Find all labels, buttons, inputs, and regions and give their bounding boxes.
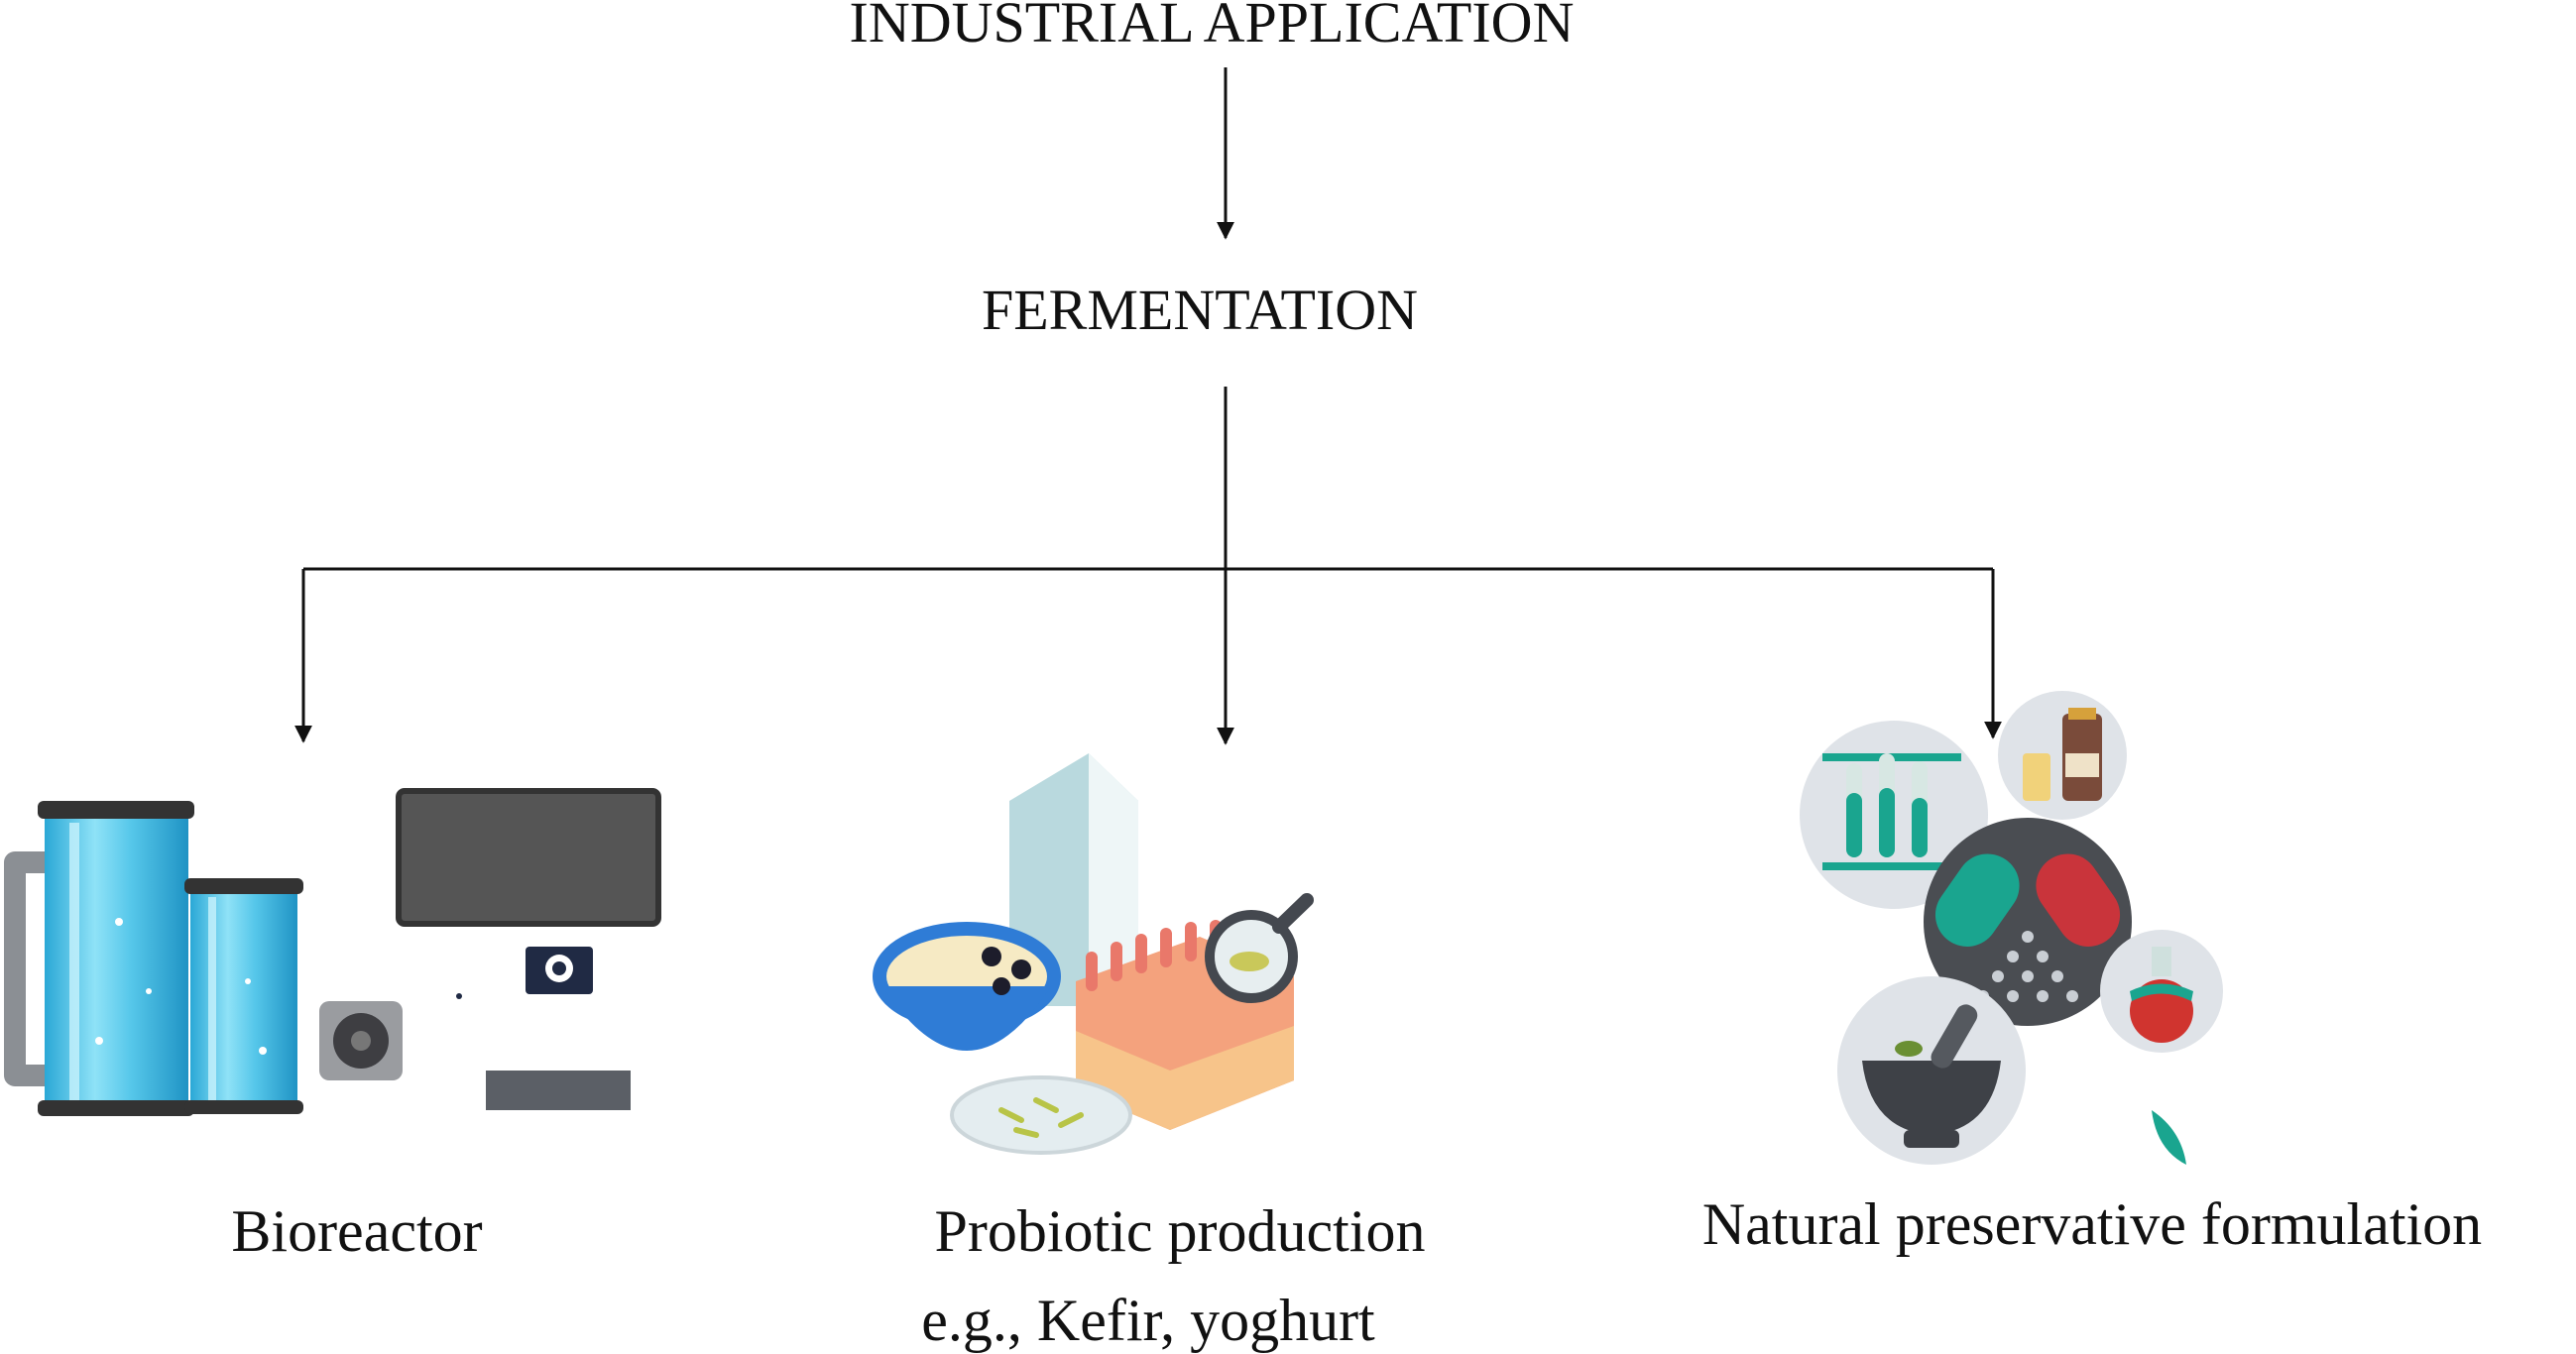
- preservative-label: Natural preservative formulation: [1702, 1191, 2482, 1257]
- bioreactor-label: Bioreactor: [231, 1198, 482, 1264]
- probiotic-label: Probiotic production: [935, 1198, 1426, 1264]
- bioreactor-illustration: [4, 788, 661, 1116]
- preservative-illustration: [1800, 691, 2223, 1165]
- probiotic-sublabel: e.g., Kefir, yoghurt: [921, 1288, 1375, 1353]
- process-text: FERMENTATION: [982, 278, 1418, 342]
- probiotic-illustration: [873, 753, 1314, 1155]
- title-text: INDUSTRIAL APPLICATION: [850, 0, 1575, 55]
